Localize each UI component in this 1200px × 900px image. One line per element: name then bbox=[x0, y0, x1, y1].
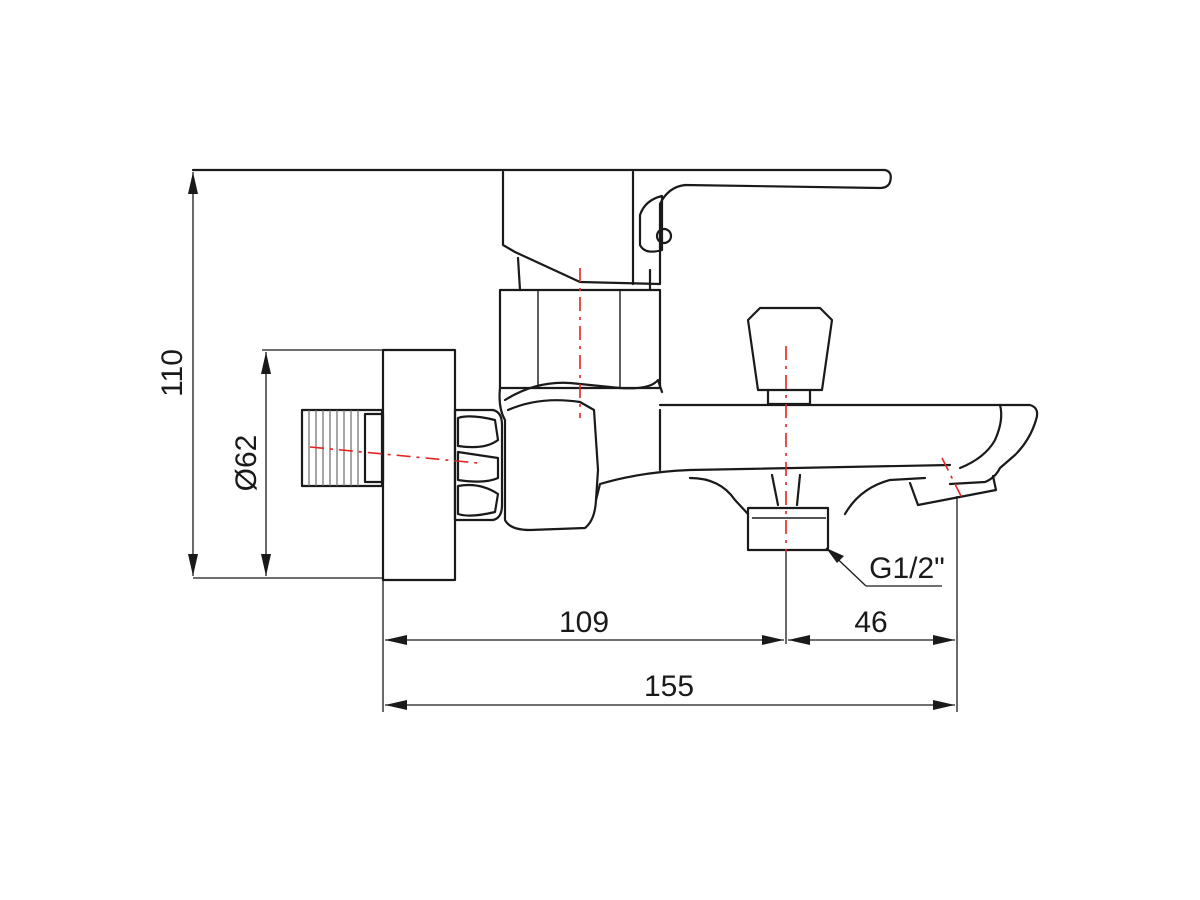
faucet-outline bbox=[191, 168, 1039, 582]
wall-flange bbox=[381, 348, 457, 582]
spout bbox=[658, 403, 1039, 486]
diverter-knob bbox=[746, 306, 834, 406]
height-label: 110 bbox=[156, 349, 189, 397]
bottom-outlet bbox=[746, 506, 830, 552]
overall-length-label: 155 bbox=[644, 670, 694, 703]
hex-nut bbox=[453, 408, 504, 522]
aerator bbox=[908, 474, 998, 507]
lever-handle bbox=[191, 168, 892, 286]
dimension-lines bbox=[188, 169, 958, 712]
center-axes bbox=[309, 268, 963, 552]
outlet-thread-label: G1/2" bbox=[869, 552, 945, 585]
spout-offset-label: 109 bbox=[559, 606, 609, 639]
threaded-connector bbox=[300, 408, 385, 488]
spout-tip-label: 46 bbox=[854, 606, 887, 639]
mixer-body bbox=[498, 386, 952, 532]
diameter-label: Ø62 bbox=[230, 435, 263, 492]
